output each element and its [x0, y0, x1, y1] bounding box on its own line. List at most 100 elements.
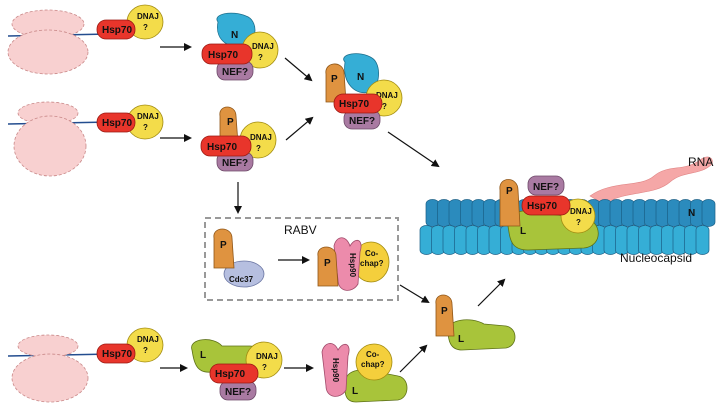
dnaj-label: DNAJ [137, 112, 159, 121]
dnaj-label-q: ? [382, 102, 387, 111]
rabv-dashed-border [204, 217, 399, 301]
p-label: P [324, 258, 331, 269]
nucleocapsid-n-unit [621, 199, 635, 227]
nucleocapsid-n-unit [598, 199, 612, 227]
hsp70-dnaj-complex-2: DNAJ ? Hsp70 [96, 104, 164, 140]
nef-label: NEF? [222, 67, 248, 78]
hsp70-label: Hsp70 [215, 369, 245, 380]
hsp70-label: Hsp70 [102, 349, 132, 360]
p-label: P [441, 306, 448, 317]
dnaj-label: DNAJ [250, 133, 272, 142]
ribosome-1 [7, 9, 111, 75]
hsp70-protein [96, 112, 136, 133]
dnaj-label-q: ? [258, 53, 263, 62]
rna-strand [589, 156, 713, 205]
pl-complex: L P [435, 294, 516, 351]
nucleocapsid-n-unit [695, 225, 710, 255]
nucleocapsid-n-unit [477, 225, 491, 255]
p-label: P [227, 117, 234, 128]
p-label: P [331, 74, 338, 85]
pn-hsp70-complex: N P DNAJ ? NEF? Hsp70 [325, 53, 403, 130]
nucleocapsid-n-unit [425, 199, 440, 227]
hsp70-label: Hsp70 [102, 25, 132, 36]
p-protein [435, 294, 455, 337]
arrow-3 [284, 57, 313, 82]
nucleocapsid: RNA N Nucleocapsid L P DNAJ ? NEF? Hsp70 [419, 155, 716, 265]
l-label: L [200, 350, 206, 361]
nucleocapsid-n-unit [655, 199, 670, 227]
nucleocapsid-n-unit [609, 199, 624, 227]
rabv-label: RABV [284, 223, 317, 237]
nucleocapsid-n-unit [471, 199, 486, 227]
nucleocapsid-n-unit [442, 225, 457, 255]
dnaj-label-q: ? [143, 23, 148, 32]
hsp70-label: Hsp70 [339, 99, 369, 110]
l-label: L [352, 386, 358, 397]
dnaj-label: DNAJ [570, 207, 592, 216]
nucleocapsid-n-unit [603, 225, 618, 255]
nucleocapsid-n-unit [448, 199, 463, 227]
p-label: P [506, 186, 513, 197]
hsp70-label: Hsp70 [527, 201, 557, 212]
nef-label: NEF? [222, 158, 248, 169]
arrow-8 [399, 284, 430, 304]
p-protein [213, 228, 235, 269]
l-label: L [458, 334, 464, 345]
dnaj-label-q: ? [143, 346, 148, 355]
hsp90-protein [321, 343, 350, 397]
dnaj-label-q: ? [262, 363, 267, 372]
cochap-label-1: Co- [366, 350, 380, 359]
nucleocapsid-n-unit [454, 225, 468, 255]
hsp70-protein [96, 19, 136, 40]
n-protein [343, 53, 379, 94]
nucleocapsid-n-unit [701, 199, 716, 227]
rna-label: RNA [688, 155, 713, 169]
cdc37-label: Cdc37 [229, 275, 254, 284]
nucleocapsid-n-unit [465, 225, 480, 255]
nucleocapsid-n-unit [483, 199, 497, 227]
hsp70-dnaj-complex-3: DNAJ ? Hsp70 [96, 327, 164, 364]
hsp70-protein [333, 93, 383, 114]
hsp70-protein [200, 135, 252, 157]
n-label: N [231, 30, 238, 41]
nucleocapsid-n-unit [431, 225, 445, 255]
hsp70-dnaj-complex-1: DNAJ ? Hsp70 [96, 4, 164, 40]
arrow-12 [477, 278, 506, 307]
hsp90-protein [333, 237, 362, 291]
hsp70-label: Hsp70 [102, 118, 132, 129]
n-hsp70-complex: N DNAJ ? NEF? Hsp70 [201, 12, 279, 81]
arrow-4 [285, 116, 314, 141]
hsp70-protein [201, 43, 253, 65]
hsp70-protein [209, 363, 259, 384]
arrow-11 [399, 344, 428, 373]
arrow-5 [387, 131, 440, 168]
cochap-label-2: chap? [361, 360, 385, 369]
nucleocapsid-n-unit [488, 225, 503, 255]
hsp70-label: Hsp70 [207, 142, 237, 153]
hsp70-label: Hsp70 [208, 50, 238, 61]
dnaj-label: DNAJ [256, 352, 278, 361]
nef-label: NEF? [533, 182, 559, 193]
l-protein [344, 369, 408, 403]
ribosome-3 [7, 334, 113, 403]
dnaj-label: DNAJ [252, 42, 274, 51]
nucleocapsid-n-unit [667, 199, 681, 227]
l-hsp90-complex: L Co- chap? Hsp90 [321, 343, 408, 403]
hsp90-label: Hsp90 [331, 358, 340, 383]
p-protein [317, 246, 339, 287]
p-protein [499, 179, 521, 227]
hsp70-protein [521, 195, 571, 216]
nucleocapsid-n-unit [419, 225, 434, 255]
l-hsp70-complex: L DNAJ ? NEF? Hsp70 [191, 339, 283, 401]
cochap-label-2: chap? [360, 259, 384, 268]
nucleocapsid-label: Nucleocapsid [620, 251, 692, 265]
rabv-box: RABV Cdc37 P Co- chap? Hsp90 P [204, 217, 399, 301]
cochap-label-1: Co- [365, 249, 379, 258]
ribosome-2 [7, 101, 111, 177]
dnaj-label: DNAJ [137, 12, 159, 21]
dnaj-label-q: ? [143, 123, 148, 132]
cochap-protein [355, 343, 393, 381]
p-label: P [220, 240, 227, 251]
nucleocapsid-n-unit [437, 199, 451, 227]
